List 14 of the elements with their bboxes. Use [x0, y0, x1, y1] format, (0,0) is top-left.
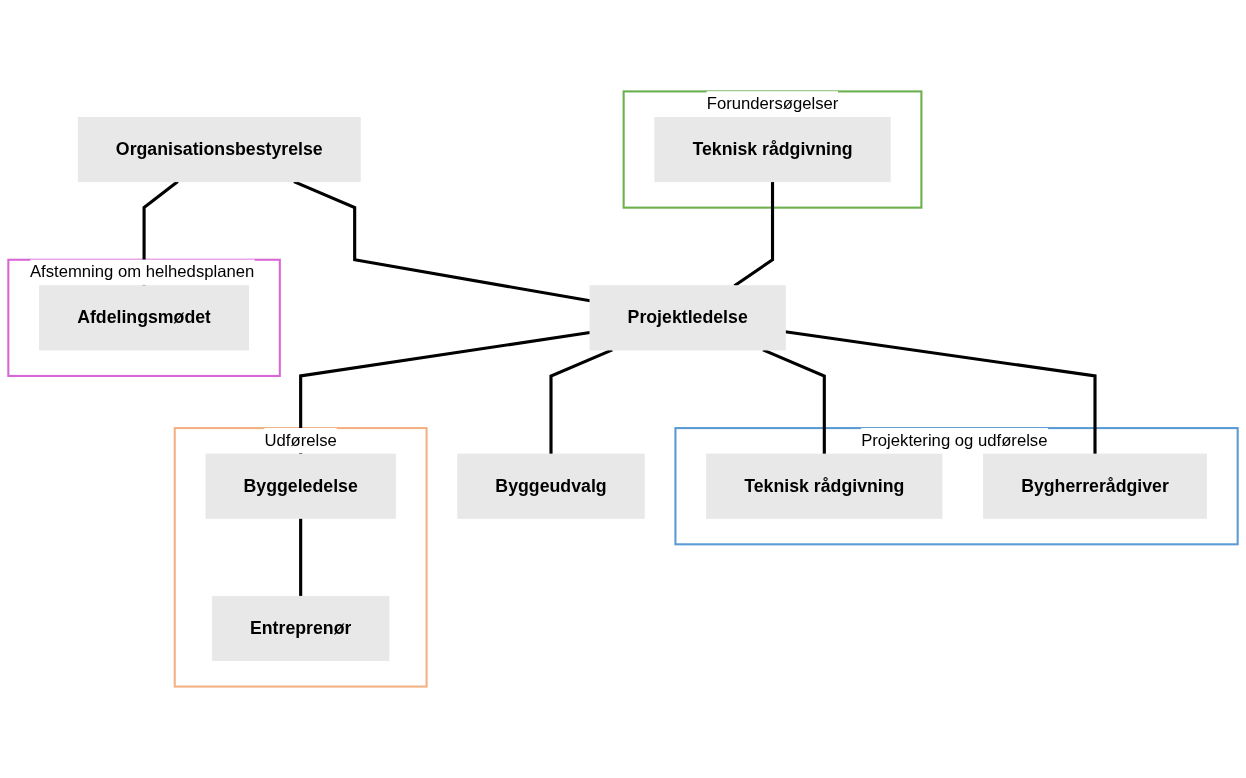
connector: [299, 518, 303, 597]
node-box: Teknisk rådgivning: [654, 116, 891, 183]
node-box: Projektledelse: [589, 285, 786, 351]
connector: [785, 330, 1097, 455]
node-box: Entreprenør: [211, 595, 390, 662]
node-box: Byggeudvalg: [457, 453, 645, 519]
connector: [762, 348, 826, 455]
node-box: Afdelingsmødet: [39, 285, 250, 351]
node-box: Byggeledelse: [205, 453, 396, 519]
node-box: Organisationsbestyrelse: [77, 116, 361, 183]
connector: [549, 348, 613, 455]
connector: [293, 180, 591, 303]
node-box: Teknisk rådgivning: [706, 453, 943, 519]
node-box: Bygherrerådgiver: [983, 453, 1207, 519]
